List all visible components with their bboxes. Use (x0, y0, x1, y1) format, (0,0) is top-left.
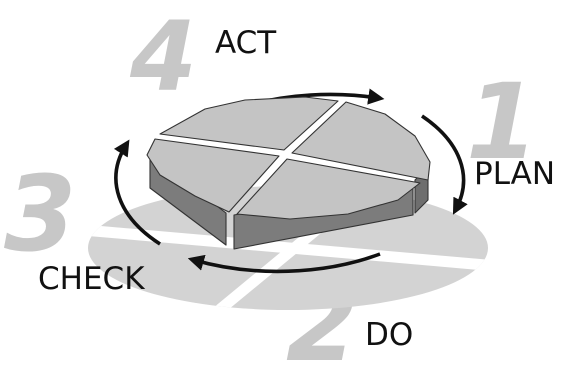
disk-top-front-left (146, 138, 280, 213)
disk-top-back-right (291, 101, 431, 181)
label-check: CHECK (38, 261, 145, 297)
step-number-3: 3 (4, 153, 76, 275)
step-number-1: 1 (466, 61, 538, 183)
disk-top-front-right (236, 158, 421, 220)
label-act: ACT (215, 25, 277, 61)
disk-top-back-left (159, 96, 339, 151)
pdca-disk (146, 96, 431, 250)
label-do: DO (365, 317, 413, 353)
arrow-check-to-act (113, 139, 161, 246)
arrow-plan-to-do (420, 114, 468, 215)
arrow-do-to-check (187, 252, 381, 274)
step-number-4: 4 (129, 1, 197, 113)
label-plan: PLAN (474, 156, 555, 192)
